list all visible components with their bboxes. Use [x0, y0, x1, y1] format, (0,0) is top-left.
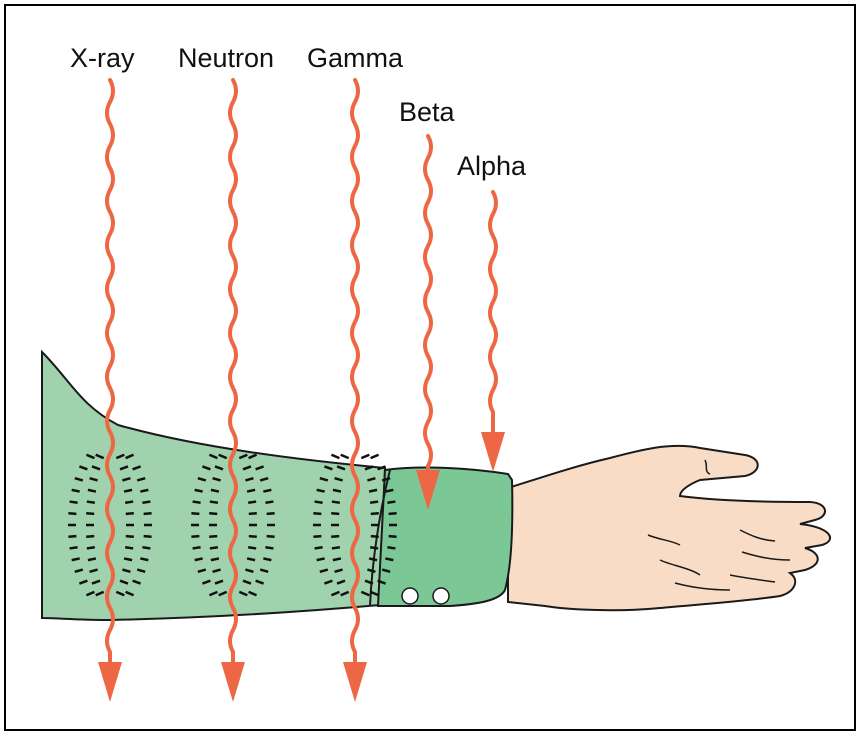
ionization-dash: [191, 536, 199, 537]
ionization-dash: [193, 502, 201, 503]
ionization-dash: [86, 513, 94, 514]
ionization-dash: [210, 502, 218, 503]
ionization-dash: [87, 502, 95, 503]
ionization-dash: [247, 490, 255, 492]
ionization-dash: [142, 502, 150, 503]
sleeve-shape: [42, 352, 385, 620]
ionization-dash: [144, 513, 152, 514]
ionization-dash: [389, 513, 397, 514]
ionization-dash: [313, 513, 321, 514]
ionization-dash: [191, 513, 199, 514]
ionization-dash: [387, 547, 395, 548]
ionization-dash: [249, 536, 257, 537]
ionization-dash: [371, 455, 379, 458]
ionization-dash: [267, 536, 275, 537]
ionization-dash: [209, 536, 217, 537]
ionization-dash: [140, 558, 148, 560]
ionization-dash: [370, 502, 378, 503]
ionization-dash: [385, 490, 393, 492]
ionization-dash: [211, 490, 219, 492]
ionization-dash: [210, 547, 218, 548]
ionization-dash: [248, 502, 256, 503]
ionization-dash: [72, 490, 80, 492]
ray-label-alpha: Alpha: [457, 151, 527, 181]
ionization-dash: [140, 490, 148, 492]
ionization-dash: [267, 513, 275, 514]
ionization-dash: [371, 513, 379, 514]
hand: [508, 446, 830, 610]
ionization-dash: [126, 536, 134, 537]
ionization-dash: [385, 558, 393, 560]
ionization-dash: [332, 502, 340, 503]
ionization-dash: [126, 513, 134, 514]
ionization-dash: [371, 536, 379, 537]
ionization-dash: [265, 502, 273, 503]
ionization-dash: [247, 558, 255, 560]
ionization-dash: [331, 455, 339, 458]
ionization-dash: [70, 547, 78, 548]
ray-label-x-ray: X-ray: [70, 43, 135, 73]
ionization-dash: [124, 490, 132, 492]
ionization-dash: [331, 513, 339, 514]
ionization-dash: [317, 490, 325, 492]
ionization-dash: [195, 558, 203, 560]
ionization-dash: [387, 502, 395, 503]
ionization-dash: [331, 536, 339, 537]
ionization-dash: [193, 547, 201, 548]
ionization-dash: [72, 558, 80, 560]
ionization-dash: [263, 490, 271, 492]
ionization-dash: [68, 513, 76, 514]
ray-label-neutron: Neutron: [178, 43, 274, 73]
cuff-shape: [378, 467, 512, 606]
ionization-dash: [332, 547, 340, 548]
cuff-button: [433, 588, 449, 604]
ionization-dash: [370, 547, 378, 548]
ionization-dash: [87, 547, 95, 548]
ionization-dash: [144, 536, 152, 537]
ionization-dash: [265, 547, 273, 548]
cuff-button: [402, 588, 418, 604]
ionization-dash: [249, 513, 257, 514]
ionization-dash: [195, 490, 203, 492]
ionization-dash: [125, 547, 133, 548]
ionization-dash: [88, 490, 96, 492]
ionization-dash: [315, 502, 323, 503]
ionization-dash: [209, 513, 217, 514]
ionization-dash: [248, 547, 256, 548]
ray-label-beta: Beta: [399, 97, 456, 127]
ionization-dash: [315, 547, 323, 548]
ionization-dash: [86, 536, 94, 537]
ionization-dash: [70, 502, 78, 503]
ray-arrowhead: [221, 662, 245, 702]
ionization-dash: [124, 558, 132, 560]
ray-arrowhead: [343, 662, 367, 702]
ionization-dash: [313, 536, 321, 537]
ionization-dash: [263, 558, 271, 560]
ray-beta: [416, 136, 440, 510]
ionization-dash: [333, 490, 341, 492]
ray-arrowhead: [98, 662, 122, 702]
ionization-dash: [211, 558, 219, 560]
ray-line: [425, 136, 431, 470]
ionization-dash: [369, 558, 377, 560]
ionization-dash: [369, 490, 377, 492]
ionization-dash: [317, 558, 325, 560]
ionization-dash: [361, 455, 369, 458]
ionization-dash: [341, 455, 349, 458]
ray-alpha: [481, 192, 505, 472]
ionization-dash: [88, 558, 96, 560]
ionization-dash: [125, 502, 133, 503]
ionization-dash: [68, 536, 76, 537]
hand-shape: [508, 446, 830, 610]
ray-line: [490, 192, 496, 432]
ionization-dash: [389, 536, 397, 537]
ray-arrowhead: [481, 432, 505, 472]
ray-label-gamma: Gamma: [307, 43, 404, 73]
ionization-dash: [142, 547, 150, 548]
ionization-dash: [333, 558, 341, 560]
